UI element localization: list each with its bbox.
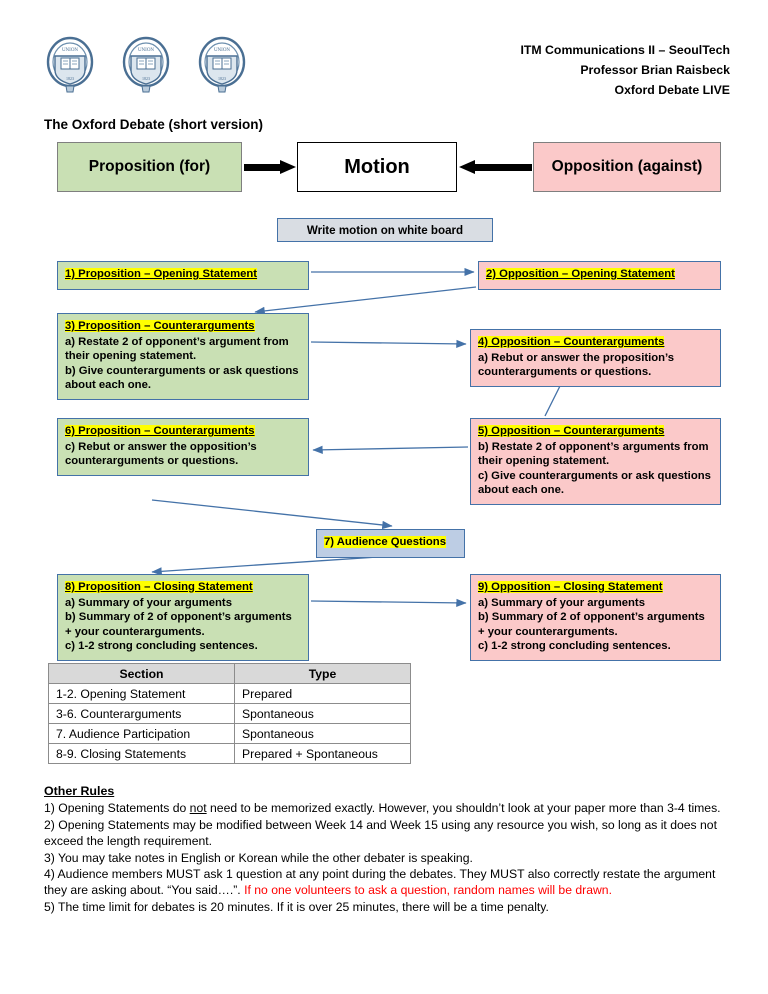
crest-group: UNION 1823 UNION 1823 [42, 36, 250, 96]
proposition-box: Proposition (for) [57, 142, 242, 192]
table-row: 1-2. Opening Statement Prepared [48, 683, 411, 704]
other-rules-section: Other Rules 1) Opening Statements do not… [44, 783, 730, 915]
table-row: 7. Audience Participation Spontaneous [48, 723, 411, 744]
svg-text:1823: 1823 [218, 76, 226, 81]
motion-box: Motion [297, 142, 457, 192]
rule-1-not-emphasis: not [189, 801, 207, 816]
oxford-union-society-crest-icon: UNION 1823 [198, 36, 246, 93]
rule-4: 4) Audience members MUST ask 1 question … [44, 866, 730, 899]
page-title: The Oxford Debate (short version) [44, 117, 264, 132]
rule-5: 5) The time limit for debates is 20 minu… [44, 899, 549, 914]
step-6-heading: 6) Proposition – Counterarguments [65, 425, 255, 437]
table-cell-section: 1-2. Opening Statement [48, 683, 235, 704]
step-box-7: 7) Audience Questions [316, 529, 465, 558]
oxford-union-society-crest-icon: UNION 1823 [122, 36, 170, 93]
step-4-heading: 4) Opposition – Counterarguments [478, 336, 665, 348]
step-box-6: 6) Proposition – Counterarguments c) Reb… [57, 418, 309, 476]
connector-4-to-5 [544, 385, 561, 417]
rule-1-part-b: need to be memorized exactly. However, y… [206, 801, 721, 816]
step-9-body: a) Summary of your arguments b) Summary … [478, 596, 705, 653]
table-header-type: Type [234, 663, 411, 684]
table-row: 3-6. Counterarguments Spontaneous [48, 703, 411, 724]
svg-text:UNION: UNION [214, 48, 230, 53]
connector-6-to-7 [151, 499, 393, 530]
svg-text:1823: 1823 [66, 76, 74, 81]
oxford-union-society-crest-icon: UNION 1823 [46, 36, 94, 93]
top-flow-row: Proposition (for) Motion Opposition (aga… [0, 142, 768, 198]
rule-2: 2) Opening Statements may be modified be… [44, 817, 717, 849]
other-rules-title: Other Rules [44, 784, 115, 798]
table-cell-section: 7. Audience Participation [48, 723, 235, 744]
table-cell-section: 8-9. Closing Statements [48, 743, 235, 764]
step-8-heading: 8) Proposition – Closing Statement [65, 581, 253, 593]
table-header-section: Section [48, 663, 235, 684]
rule-4-warning: If no one volunteers to ask a question, … [244, 883, 612, 898]
step-box-4: 4) Opposition – Counterarguments a) Rebu… [470, 329, 721, 387]
step-4-body: a) Rebut or answer the proposition’s cou… [478, 351, 675, 379]
step-2-heading: 2) Opposition – Opening Statement [486, 268, 675, 280]
arrow-proposition-to-motion-icon [244, 160, 296, 174]
table-cell-type: Spontaneous [234, 703, 411, 724]
rule-4-part-a: 4) Audience members MUST ask 1 question … [44, 867, 716, 898]
write-motion-box: Write motion on white board [277, 218, 493, 242]
step-8-body: a) Summary of your arguments b) Summary … [65, 596, 292, 653]
step-box-8: 8) Proposition – Closing Statement a) Su… [57, 574, 309, 661]
svg-text:1823: 1823 [142, 76, 150, 81]
step-5-heading: 5) Opposition – Counterarguments [478, 425, 665, 437]
rule-1: 1) Opening Statements do not need to be … [44, 800, 730, 816]
opposition-box: Opposition (against) [533, 142, 721, 192]
step-box-2: 2) Opposition – Opening Statement [478, 261, 721, 290]
table-cell-section: 3-6. Counterarguments [48, 703, 235, 724]
rule-1-part-a: 1) Opening Statements do [44, 801, 190, 816]
event-name: Oxford Debate LIVE [614, 83, 730, 97]
course-name: ITM Communications II – SeoulTech [520, 43, 730, 57]
svg-text:UNION: UNION [138, 48, 154, 53]
step-3-heading: 3) Proposition – Counterarguments [65, 320, 255, 332]
step-box-1: 1) Proposition – Opening Statement [57, 261, 309, 290]
arrow-opposition-to-motion-icon [459, 160, 532, 174]
connector-5-to-6 [312, 445, 469, 454]
step-box-5: 5) Opposition – Counterarguments b) Rest… [470, 418, 721, 505]
step-9-heading: 9) Opposition – Closing Statement [478, 581, 663, 593]
connector-8-to-9 [310, 598, 467, 608]
step-5-body: b) Restate 2 of opponent’s arguments fro… [478, 440, 711, 497]
course-header: ITM Communications II – SeoulTech Profes… [520, 40, 730, 100]
step-3-body: a) Restate 2 of opponent’s argument from… [65, 335, 299, 392]
step-1-heading: 1) Proposition – Opening Statement [65, 268, 258, 280]
connector-3-to-4 [310, 339, 467, 349]
connector-7-to-8 [151, 555, 393, 576]
table-cell-type: Prepared + Spontaneous [234, 743, 411, 764]
svg-text:UNION: UNION [62, 48, 78, 53]
rule-3: 3) You may take notes in English or Kore… [44, 850, 473, 865]
table-cell-type: Prepared [234, 683, 411, 704]
section-type-table: Section Type 1-2. Opening Statement Prep… [48, 663, 411, 764]
step-6-body: c) Rebut or answer the opposition’s coun… [65, 440, 257, 468]
table-row: 8-9. Closing Statements Prepared + Spont… [48, 743, 411, 764]
step-box-9: 9) Opposition – Closing Statement a) Sum… [470, 574, 721, 661]
table-header-row: Section Type [48, 663, 411, 684]
table-cell-type: Spontaneous [234, 723, 411, 744]
professor-name: Professor Brian Raisbeck [580, 63, 730, 77]
connector-2-to-3 [254, 286, 477, 316]
step-box-3: 3) Proposition – Counterarguments a) Res… [57, 313, 309, 400]
step-7-heading: 7) Audience Questions [324, 536, 446, 548]
